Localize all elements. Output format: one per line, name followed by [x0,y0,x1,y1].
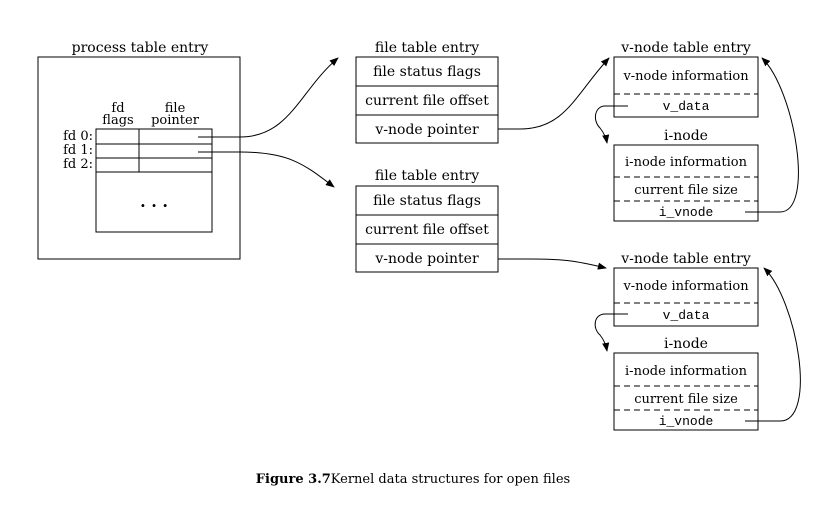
arrow-fd0-to-file-table-1 [198,57,339,138]
file-table-1-vnode-pointer: v-node pointer [374,122,479,138]
fd-0-label: fd 0: [63,129,93,144]
inode-1-file-size: current file size [634,183,738,198]
process-table-entry: process table entry fd flags file pointe… [37,40,241,260]
arrow-vnode-1-v-data-to-inode-1 [594,105,628,144]
file-pointer-header-line2: pointer [151,113,200,128]
vnode-2-v-data: v_data [663,308,710,323]
inode-2: i-node i-node information current file s… [613,336,759,431]
inode-1-title: i-node [664,128,708,144]
inode-2-i-vnode: i_vnode [659,414,714,429]
arrow-vnode-2-v-data-to-inode-2 [594,313,628,352]
file-table-1-file-offset: current file offset [365,93,489,109]
inode-2-file-size: current file size [634,392,738,407]
vnode-2-title: v-node table entry [620,251,751,267]
file-pointer-header-line1: file [165,101,186,116]
file-table-entry-1: file table entry file status flags curre… [355,40,499,144]
file-table-2-title: file table entry [375,168,479,184]
fd-flags-header-line1: fd [111,101,124,116]
process-table-box [37,56,241,260]
file-table-1-status-flags: file status flags [373,64,481,80]
inode-1-box [613,144,759,222]
arrow-fd1-to-file-table-2 [198,151,335,188]
process-table-title: process table entry [72,40,209,56]
file-table-2-status-flags: file status flags [373,193,481,209]
figure-caption-text: Kernel data structures for open files [331,472,570,487]
pointer-arrows [198,57,801,422]
vnode-table-entry-2: v-node table entry v-node information v_… [613,251,759,327]
file-table-entry-2: file table entry file status flags curre… [355,168,499,273]
arrow-file-table-2-to-vnode-2 [498,258,607,270]
file-table-2-file-offset: current file offset [365,222,489,238]
fd-ellipsis: . . . [140,192,168,211]
vnode-1-title: v-node table entry [620,40,751,56]
vnode-1-box [613,56,759,118]
fd-flags-header-line2: flags [102,113,133,128]
inode-2-box [613,352,759,431]
arrow-inode-1-i-vnode-to-vnode-1 [745,57,799,213]
file-table-1-title: file table entry [375,40,479,56]
arrow-file-table-1-to-vnode-1 [498,57,610,130]
vnode-2-information: v-node information [622,279,749,294]
figure-caption: Figure 3.7Kernel data structures for ope… [256,472,570,487]
fd-array-box [95,128,213,233]
file-table-2-vnode-pointer: v-node pointer [374,251,479,267]
vnode-1-v-data: v_data [663,99,710,114]
file-table-2-box [355,185,499,273]
inode-2-information: i-node information [625,364,748,379]
inode-1-information: i-node information [625,155,748,170]
vnode-1-information: v-node information [622,69,749,84]
fd-1-label: fd 1: [63,143,93,158]
inode-1: i-node i-node information current file s… [613,128,759,222]
vnode-2-box [613,267,759,327]
figure-caption-label: Figure 3.7 [256,472,331,487]
file-table-1-box [355,56,499,144]
vnode-table-entry-1: v-node table entry v-node information v_… [613,40,759,118]
fd-2-label: fd 2: [63,157,93,172]
inode-2-title: i-node [664,336,708,352]
inode-1-i-vnode: i_vnode [659,205,714,220]
arrow-inode-2-i-vnode-to-vnode-2 [745,267,801,422]
